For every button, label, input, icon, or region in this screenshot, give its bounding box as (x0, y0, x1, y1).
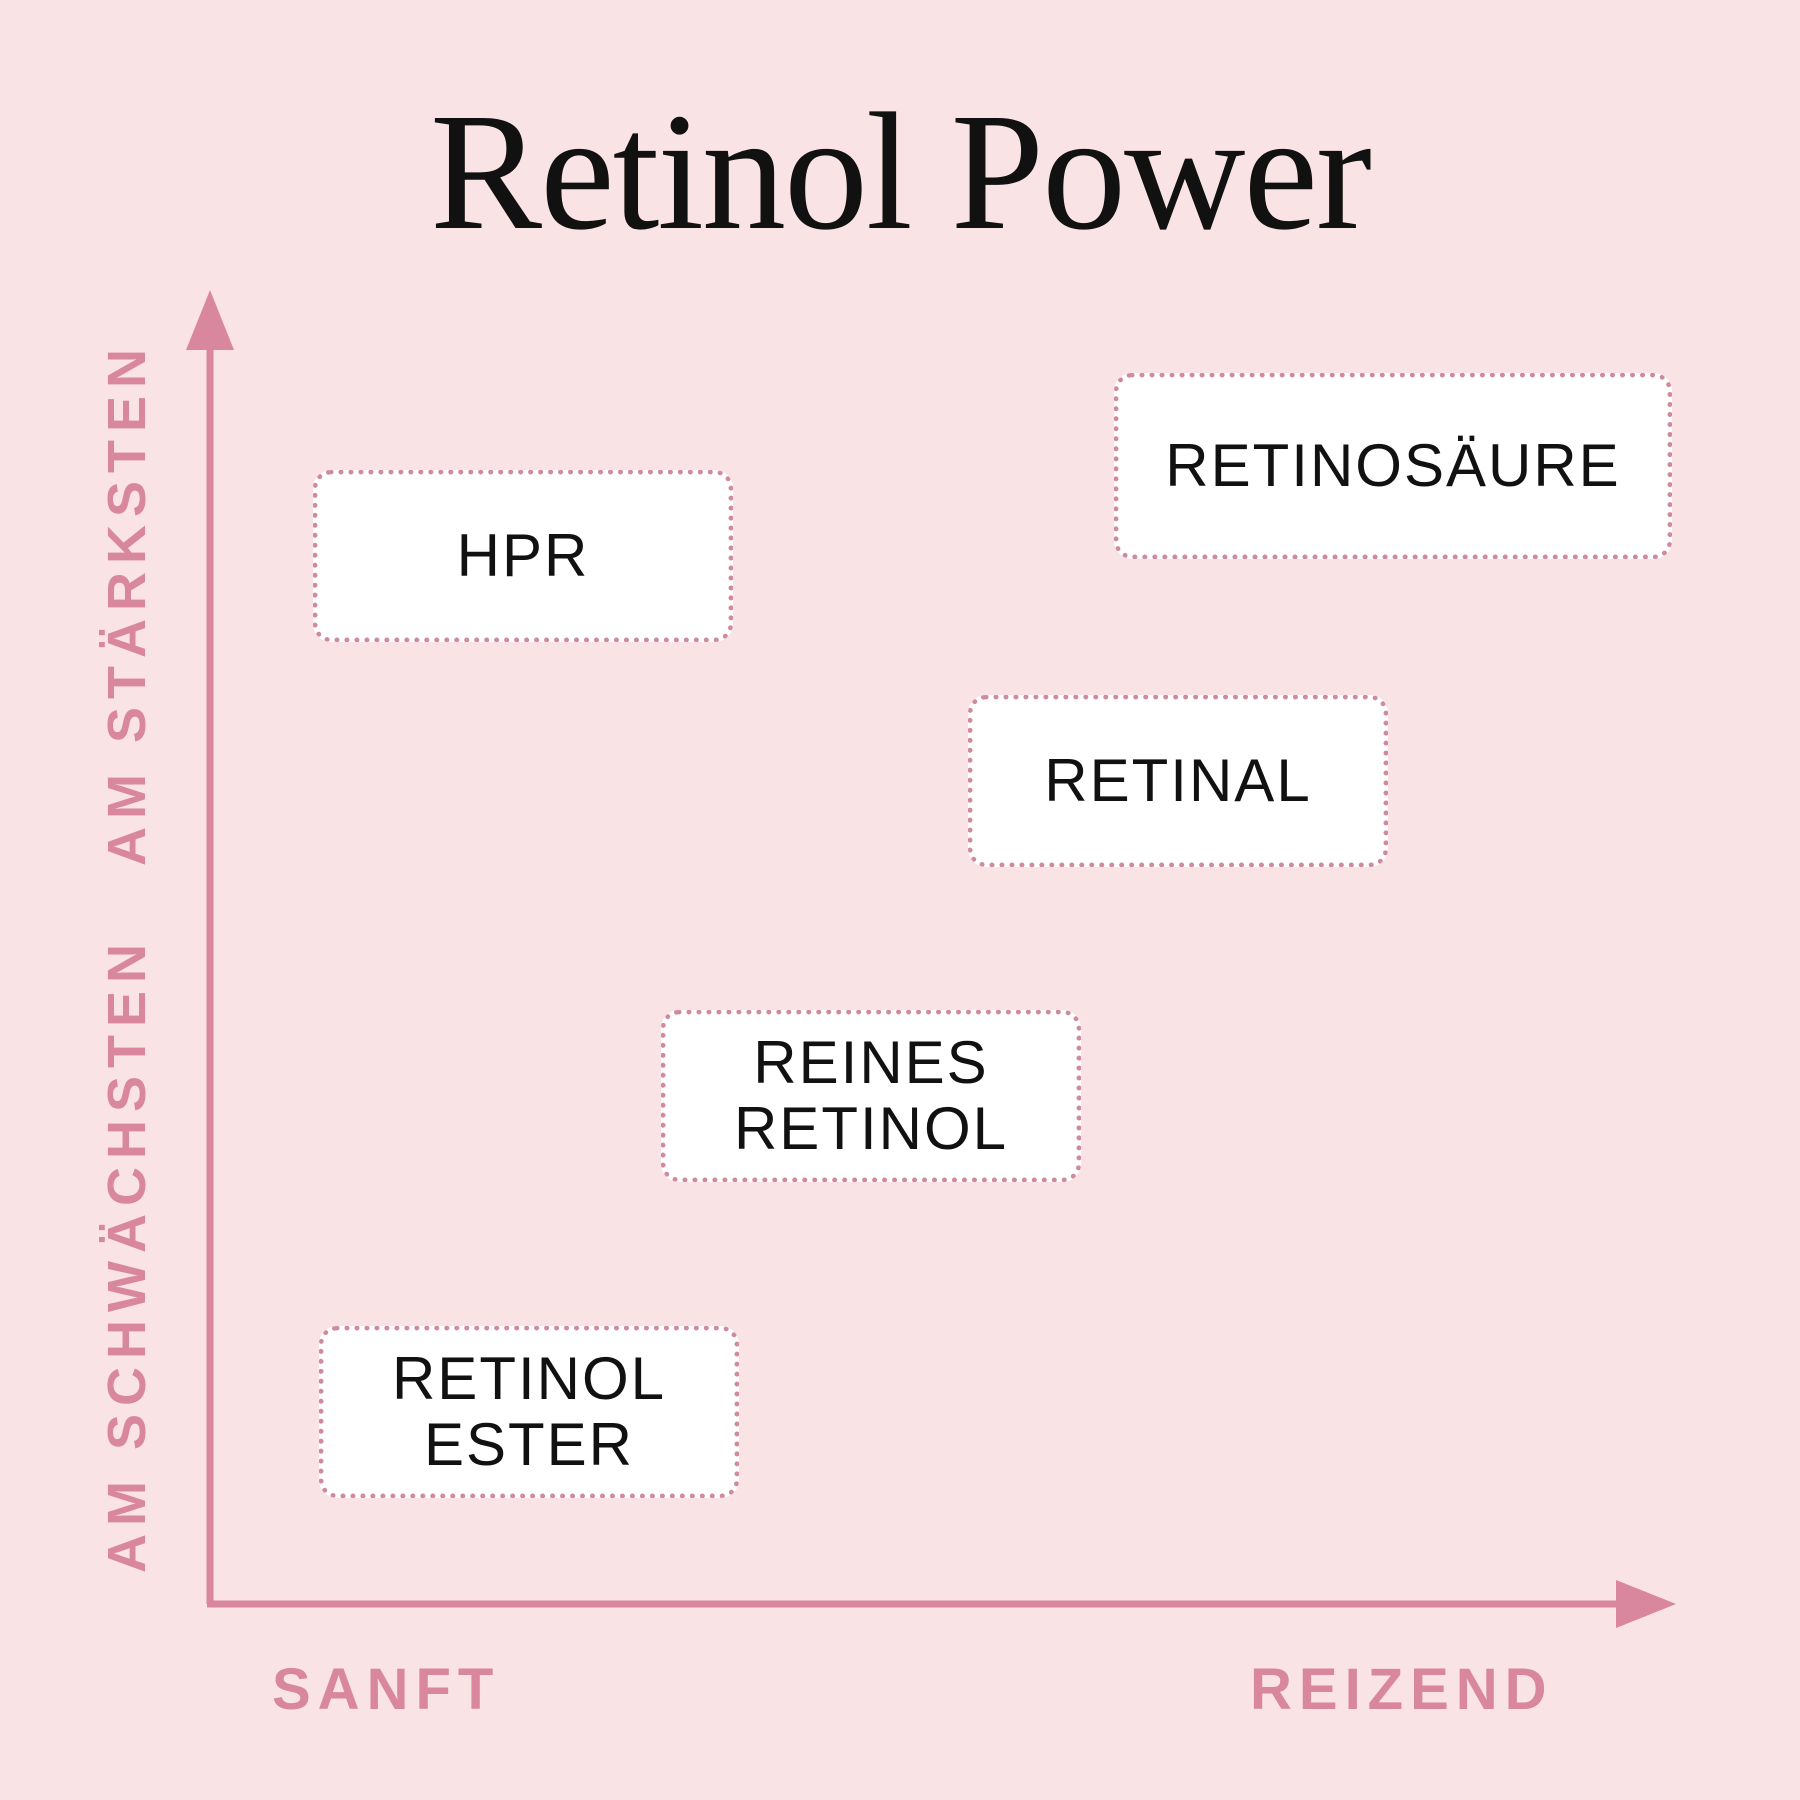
item-label: RETINOL (733, 1095, 1009, 1162)
y-axis-high-label: AM STÄRKSTEN (97, 341, 157, 867)
item-box-retinosaeure: RETINOSÄURE (1114, 373, 1672, 559)
item-box-retinal: RETINAL (968, 695, 1388, 867)
item-label: RETINAL (1044, 747, 1312, 814)
item-label: ESTER (423, 1411, 635, 1478)
item-label: RETINOL (391, 1345, 667, 1412)
x-axis-high-label: REIZEND (1250, 1657, 1554, 1722)
y-axis-arrow-icon (186, 290, 234, 350)
item-label: HPR (456, 522, 590, 589)
y-axis-label: AM SCHWÄCHSTEN AM STÄRKSTEN (96, 341, 158, 1573)
item-label: RETINOSÄURE (1165, 432, 1621, 499)
x-axis-low-label: SANFT (272, 1657, 501, 1722)
x-axis-arrow-icon (1616, 1580, 1676, 1628)
page-title: Retinol Power (430, 79, 1372, 265)
item-box-hpr: HPR (313, 470, 733, 642)
item-label: REINES (753, 1029, 989, 1096)
y-axis-low-label: AM SCHWÄCHSTEN (97, 936, 157, 1573)
